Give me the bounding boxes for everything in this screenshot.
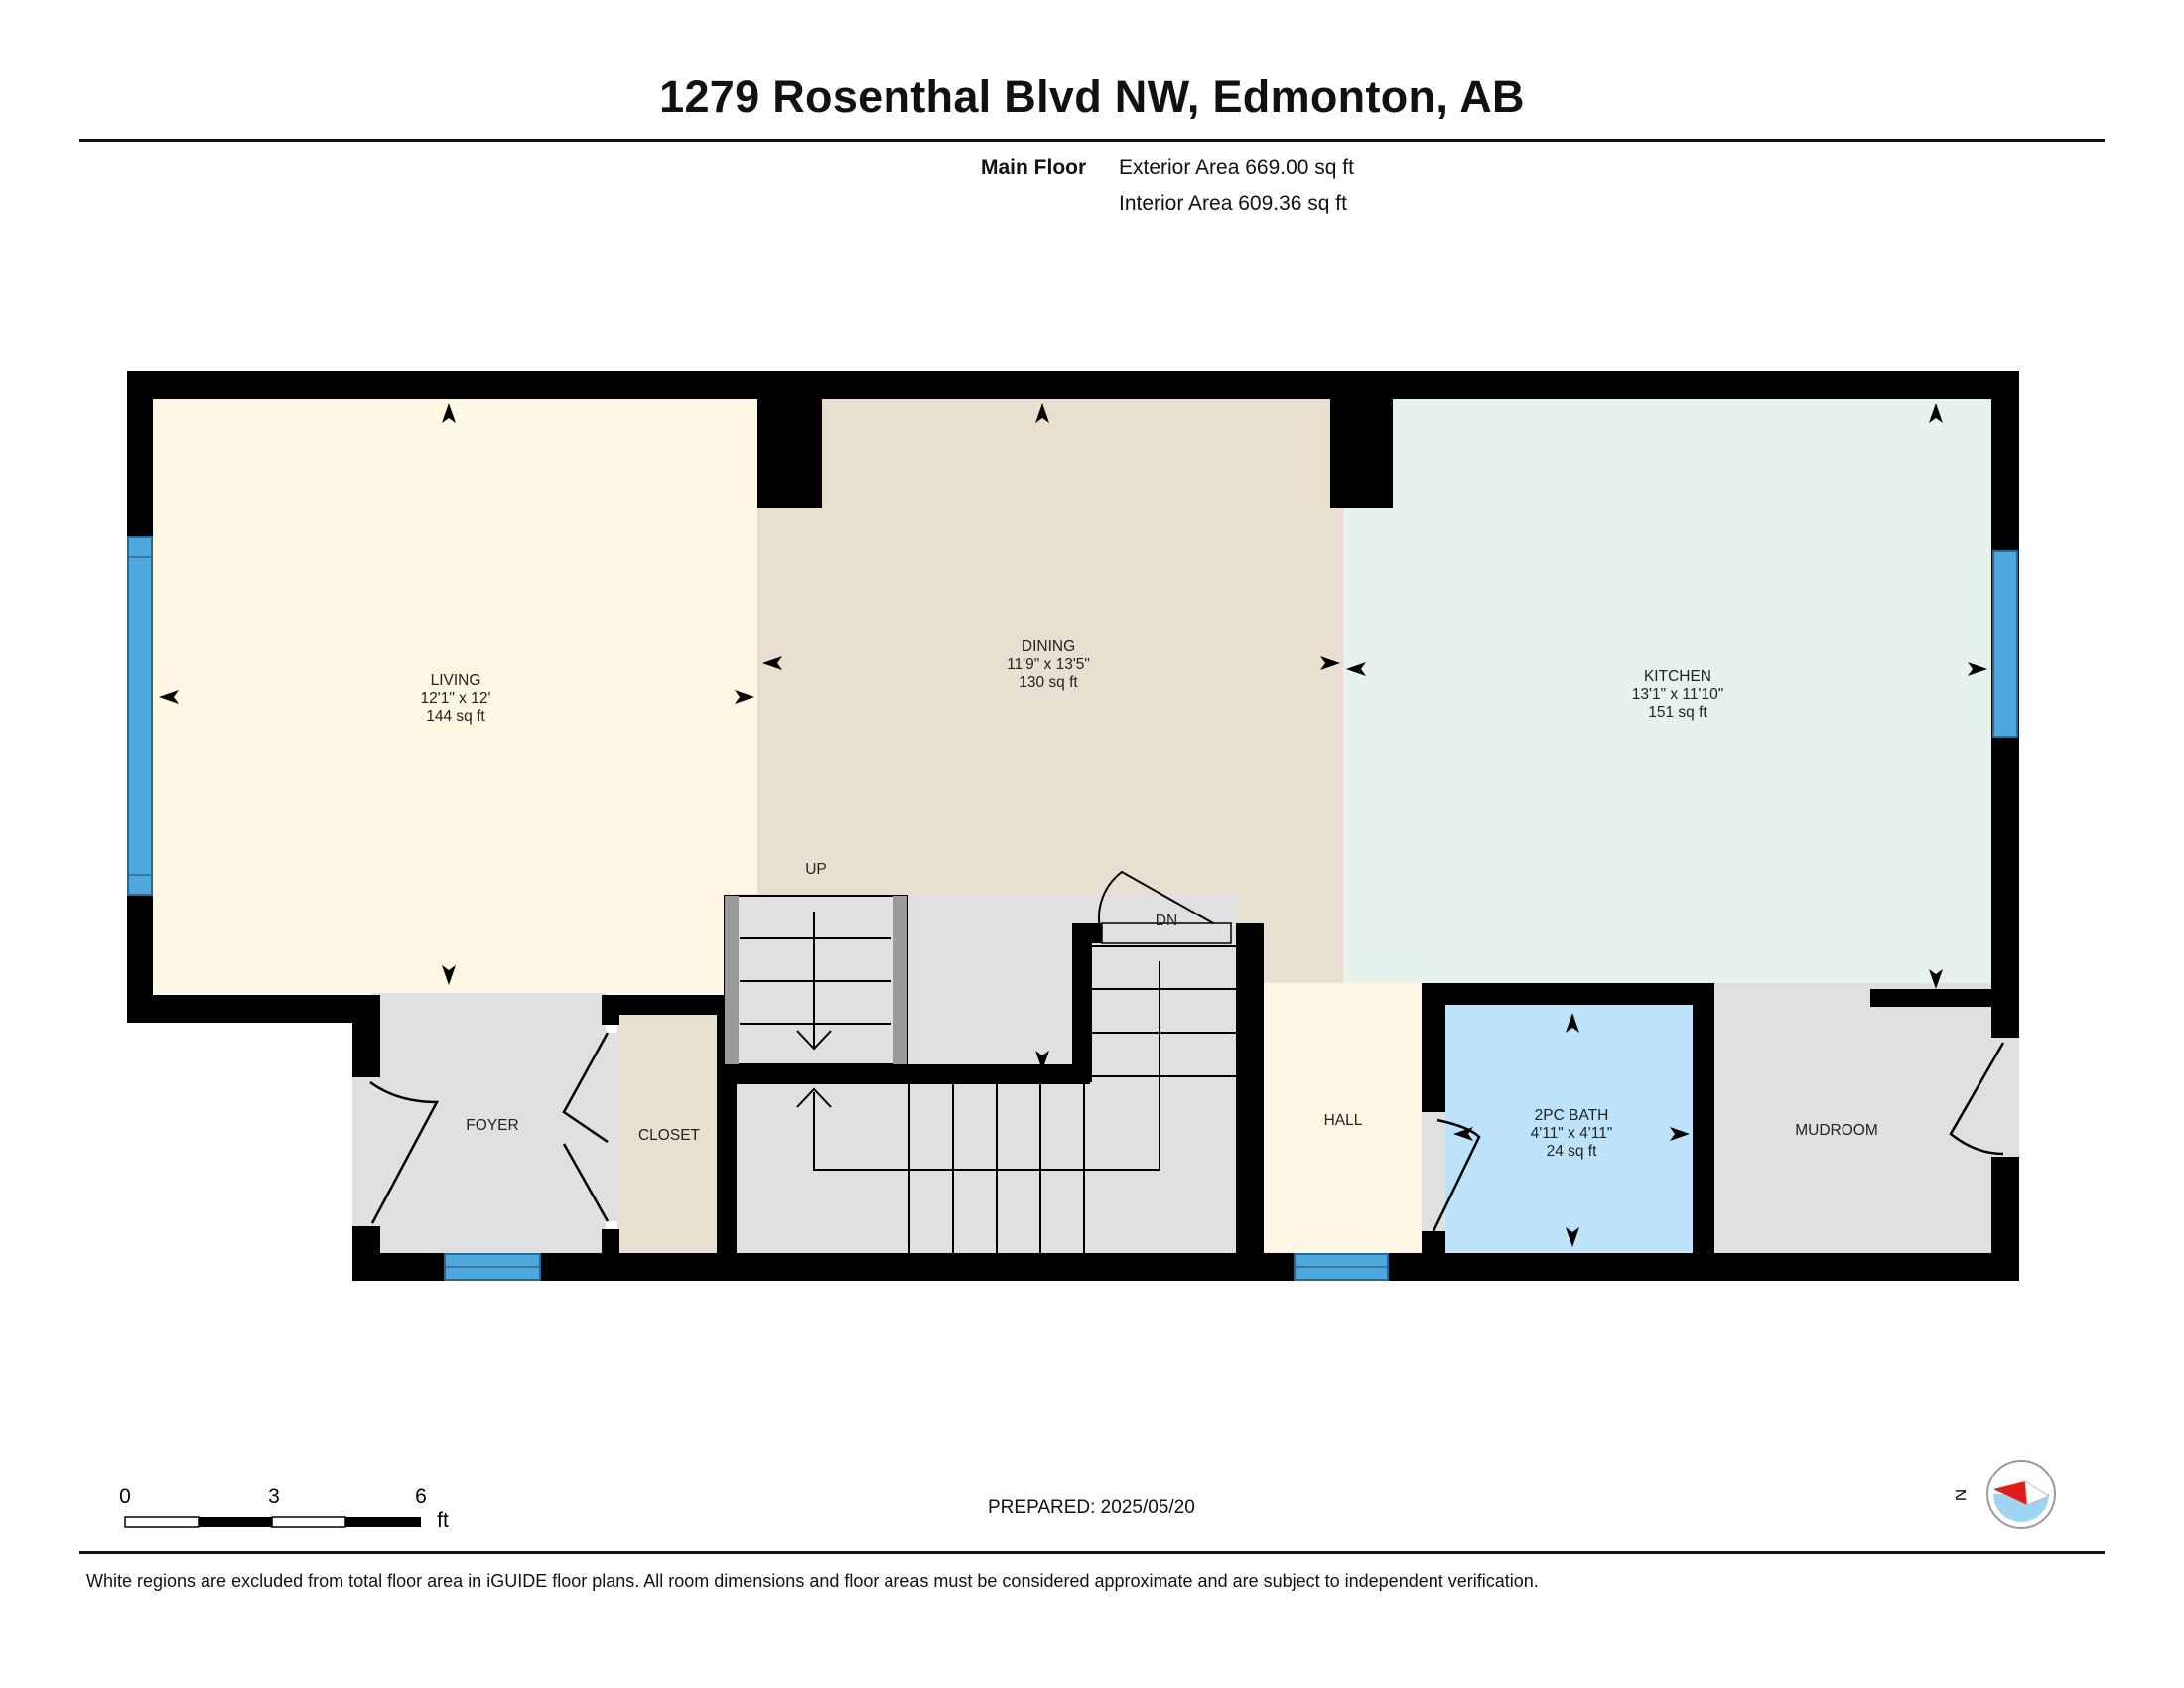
door-swings: [369, 1032, 2005, 1232]
compass-icon: N: [1956, 1460, 2056, 1529]
bath-name: 2PC BATH: [1535, 1107, 1609, 1124]
prepared-date: PREPARED: 2025/05/20: [988, 1497, 1195, 1518]
room-bath: [1444, 1005, 1695, 1253]
room-mudroom: [1707, 983, 1995, 1253]
floor-name: Main Floor: [981, 156, 1087, 179]
bath-dims: 4'11" x 4'11": [1531, 1125, 1613, 1142]
windows: [127, 536, 2018, 1281]
scale-label-6: 6: [415, 1485, 427, 1508]
room-dining: [757, 397, 1343, 983]
stairs-up-label: UP: [805, 861, 827, 878]
kitchen-area: 151 sq ft: [1648, 704, 1707, 721]
closet-name: CLOSET: [638, 1127, 701, 1144]
dining-name: DINING: [1022, 638, 1075, 655]
room-living: [149, 397, 757, 993]
scale-label-0: 0: [119, 1485, 131, 1508]
scale-label-3: 3: [268, 1485, 280, 1508]
kitchen-dims: 13'1" x 11'10": [1632, 686, 1723, 703]
window-living: [127, 536, 153, 896]
kitchen-name: KITCHEN: [1644, 668, 1711, 685]
dimension-arrows: [159, 403, 1987, 1247]
scale-unit: ft: [437, 1509, 449, 1529]
room-closet: [617, 1013, 717, 1253]
room-kitchen: [1343, 397, 1995, 983]
living-name: LIVING: [431, 672, 481, 689]
window-kitchen: [1992, 550, 2018, 738]
mudroom-name: MUDROOM: [1795, 1122, 1878, 1139]
exterior-area: Exterior Area 669.00 sq ft: [1119, 156, 1354, 179]
hall-name: HALL: [1324, 1112, 1363, 1129]
room-foyer: [372, 993, 606, 1253]
dining-dims: 11'9" x 13'5": [1007, 656, 1090, 673]
interior-area: Interior Area 609.36 sq ft: [1119, 192, 1347, 214]
title-rule: [79, 139, 2105, 142]
scale-bar: 0 3 6 ft: [119, 1485, 449, 1529]
living-dims: 12'1" x 12': [421, 690, 491, 707]
dining-area: 130 sq ft: [1019, 674, 1078, 691]
footer-rule: [79, 1551, 2105, 1554]
stairs-down-label: DN: [1156, 913, 1177, 929]
compass-north-label: N: [1956, 1489, 1970, 1501]
living-area: 144 sq ft: [426, 708, 485, 725]
bath-area: 24 sq ft: [1547, 1143, 1598, 1160]
disclaimer-footnote: White regions are excluded from total fl…: [86, 1571, 1539, 1591]
foyer-name: FOYER: [466, 1117, 518, 1134]
staircase: [724, 870, 1236, 1253]
plan-title: 1279 Rosenthal Blvd NW, Edmonton, AB: [659, 71, 1525, 122]
room-hall: [1261, 983, 1422, 1253]
